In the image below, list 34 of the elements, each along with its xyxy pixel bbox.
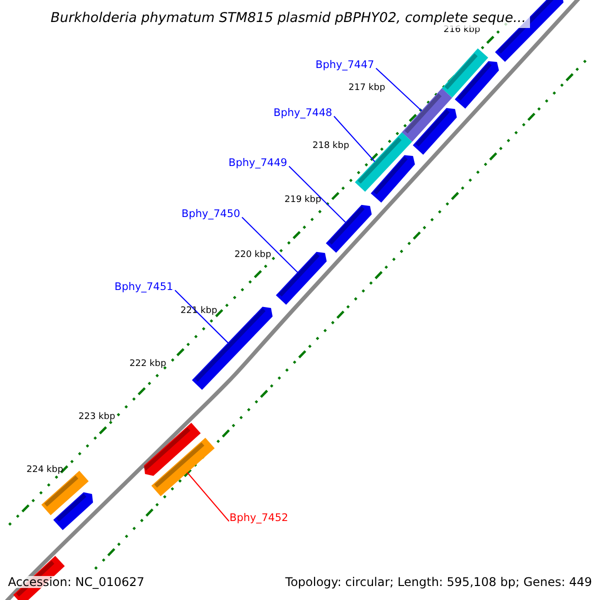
- position-label: 224 kbp: [26, 466, 64, 474]
- footer-text: Topology: circular; Length: 595,108 bp; Genes: 449: [285, 576, 592, 588]
- leader-line: [242, 216, 298, 273]
- leader-line: [186, 472, 230, 522]
- position-label: 221 kbp: [180, 306, 218, 316]
- position-label: 218 kbp: [312, 142, 350, 150]
- leader-line: [174, 290, 229, 344]
- gene-label: Bphy_7451: [114, 282, 174, 292]
- gene-label: Bphy_7452: [230, 512, 288, 523]
- gene-feature: [143, 422, 201, 476]
- gene-feature: [442, 48, 488, 98]
- gene-feature: [53, 492, 94, 530]
- gene-label: Bphy_7449: [228, 158, 288, 168]
- gene-feature: [370, 155, 415, 203]
- gene-feature: [151, 438, 215, 496]
- gene-label: Bphy_7447: [316, 60, 374, 70]
- gene-feature: [354, 132, 412, 192]
- position-label: 217 kbp: [348, 84, 386, 92]
- leader-line: [334, 116, 376, 162]
- leader-line: [288, 166, 346, 223]
- position-label: 222 kbp: [130, 360, 166, 368]
- gene-label: Bphy_7448: [274, 108, 332, 118]
- footer-text: Accession: NC_010627: [8, 576, 144, 588]
- gene-feature: [276, 252, 327, 305]
- position-label: 220 kbp: [234, 250, 272, 260]
- gene-feature: [412, 108, 457, 155]
- gene-feature: [402, 88, 452, 142]
- gene-feature: [326, 204, 372, 253]
- gene-feature: [454, 61, 499, 109]
- gene-label: Bphy_7450: [182, 208, 240, 219]
- leader-line: [376, 68, 422, 112]
- position-label: 216 kbp: [444, 26, 480, 34]
- position-label: 223 kbp: [78, 412, 116, 422]
- position-label: 219 kbp: [284, 196, 322, 204]
